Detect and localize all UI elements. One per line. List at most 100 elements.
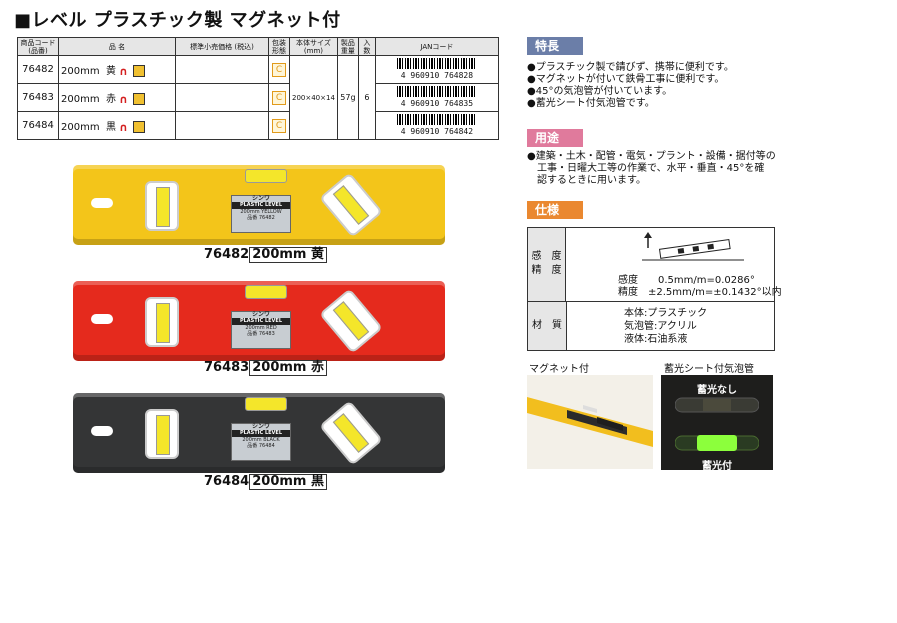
caption-label: 200mm 黒 (249, 474, 327, 490)
plate-code: 品番 76484 (247, 443, 275, 449)
level-angle-diagram (642, 232, 744, 261)
vial-on-icon (675, 435, 759, 451)
table-row: 76483 200mm 赤 ∩ C 4 960910 764835 (17, 83, 499, 112)
plate-size: 200mm BLACK (242, 437, 280, 443)
table-header-row: 商品コード (品番) 品 名 標準小売価格 (税込) 包装 形態 本体サイズ (… (17, 37, 499, 56)
spec-divider (566, 301, 774, 302)
package-c-icon: C (272, 118, 286, 133)
features-heading: 特長 (527, 37, 583, 55)
package-c-icon: C (272, 90, 286, 105)
header-mark: 包装 形態 (268, 37, 290, 56)
glow-on-label: 蓄光付 (702, 461, 732, 472)
tilted-level-icon (658, 239, 731, 259)
header-size: 本体サイズ (mm) (289, 37, 338, 56)
row-weight: 57g (336, 55, 359, 140)
glow-photo: 蓄光なし 蓄光付 (661, 375, 773, 472)
usage-list: ●建築・土木・配管・電気・プラント・設備・据付等の 工事・日曜大工等の作業で、水… (527, 151, 776, 187)
row-name: 200mm 黒 ∩ (58, 111, 176, 140)
barcode (396, 86, 477, 98)
page-title: ■レベル プラスチック製 マグネット付 (14, 10, 341, 31)
caption-label: 200mm 赤 (249, 360, 327, 376)
row-jan: 4 960910 764828 (374, 55, 499, 84)
header-code: 商品コード (品番) (17, 37, 59, 56)
row-mark: C (268, 55, 290, 84)
row-name-text: 200mm (61, 66, 100, 77)
bubble-vial (332, 185, 370, 225)
row-size: 200×40×14 (289, 55, 338, 140)
vertical-vial (145, 181, 179, 231)
horizontal-vial (245, 397, 287, 411)
hang-hole (91, 314, 113, 324)
header-weight: 製品重量 (336, 37, 359, 56)
header-qty: 入数 (357, 37, 376, 56)
vertical-vial (145, 297, 179, 347)
spec-label-material: 材 質 (528, 302, 567, 350)
list-item: 本体:プラスチック (624, 308, 708, 319)
glow-icon (133, 65, 146, 77)
glow-icon (133, 93, 146, 105)
arrow-head-icon (644, 232, 652, 238)
magnet-caption: マグネット付 (529, 364, 589, 375)
header-jan: JANコード (374, 37, 499, 56)
bubble-vial (332, 413, 370, 453)
row-name: 200mm 赤 ∩ (58, 83, 176, 112)
row-mark: C (268, 111, 290, 140)
magnet-level-image (527, 375, 653, 469)
magnet-icon: ∩ (119, 92, 129, 106)
row-mark: C (268, 83, 290, 112)
magnet-icon: ∩ (119, 64, 129, 78)
caption-code: 76482 (204, 247, 250, 262)
table-row: 76482 200mm 黄 ∩ C 200×40×14 57g 6 4 9609… (17, 55, 499, 140)
brand-logo: シンワ (251, 423, 270, 430)
vertical-vial (145, 409, 179, 459)
row-code: 76484 (17, 111, 59, 140)
row-color: 黒 (105, 122, 116, 133)
list-item: 認するときに用います。 (527, 175, 646, 186)
diagonal-vial (318, 172, 384, 238)
row-price (175, 83, 269, 112)
row-color: 赤 (105, 94, 116, 105)
caption-code: 76483 (204, 360, 250, 375)
features-list: ●プラスチック製で錆びず、携帯に便利です。 ●マグネットが付いて鉄骨工事に便利で… (527, 62, 734, 110)
barcode (396, 114, 477, 126)
header-name: 品 名 (58, 37, 176, 56)
list-item: 気泡管:アクリル (624, 321, 697, 332)
table-row: 76484 200mm 黒 ∩ C 4 960910 764842 (17, 111, 499, 140)
plate-title: PLASTIC LEVEL (232, 430, 290, 437)
plate-size: 200mm RED (245, 325, 277, 331)
barcode (396, 58, 477, 70)
plate-title: PLASTIC LEVEL (232, 318, 290, 325)
row-name-text: 200mm (61, 122, 100, 133)
sensitivity-value: 感度 0.5mm/m=0.0286° (618, 275, 755, 286)
product-table: 商品コード (品番) 品 名 標準小売価格 (税込) 包装 形態 本体サイズ (… (17, 37, 499, 140)
row-qty: 6 (357, 55, 376, 140)
plate-title: PLASTIC LEVEL (232, 202, 290, 209)
row-code: 76482 (17, 55, 59, 84)
header-price: 標準小売価格 (税込) (175, 37, 269, 56)
row-code: 76483 (17, 83, 59, 112)
magnet-icon: ∩ (119, 120, 129, 134)
bubble-vial (156, 415, 170, 455)
hang-hole (91, 198, 113, 208)
accuracy-value: 精度 ±2.5mm/m=±0.1432°以内 (618, 287, 782, 298)
list-item: ●建築・土木・配管・電気・プラント・設備・据付等の (527, 151, 776, 162)
material-list: 本体:プラスチック 気泡管:アクリル 液体:石油系液 (624, 307, 707, 346)
row-jan: 4 960910 764835 (374, 83, 499, 112)
jan-number: 4 960910 764842 (400, 126, 474, 136)
list-item: ●マグネットが付いて鉄骨工事に便利です。 (527, 74, 725, 85)
vial-off-icon (675, 397, 759, 413)
list-item: 液体:石油系液 (624, 334, 688, 345)
hang-hole (91, 426, 113, 436)
bubble-vial (156, 303, 170, 343)
brand-logo: シンワ (251, 311, 270, 318)
diagonal-vial (318, 400, 384, 466)
plate-code: 品番 76483 (247, 331, 275, 337)
diagonal-vial (318, 288, 384, 354)
row-name: 200mm 黄 ∩ (58, 55, 176, 84)
